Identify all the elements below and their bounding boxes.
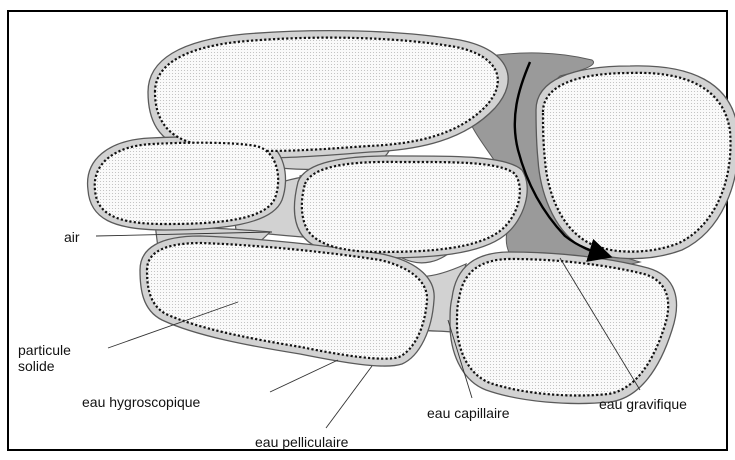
- label-gravitational-water: eau gravifique: [599, 396, 687, 412]
- solid-particles: [95, 38, 731, 396]
- label-hygroscopic-water: eau hygroscopique: [82, 394, 201, 410]
- particle-bottom-left: [147, 243, 427, 359]
- label-air: air: [64, 229, 80, 245]
- label-capillary-water: eau capillaire: [427, 405, 510, 421]
- particle-left: [95, 143, 278, 224]
- label-pellicular-water: eau pelliculaire: [255, 434, 349, 450]
- label-particle-line2: solide: [18, 358, 55, 374]
- particle-bottom-right: [457, 259, 668, 396]
- label-particle-line1: particule: [18, 342, 71, 358]
- particle-right: [543, 73, 731, 252]
